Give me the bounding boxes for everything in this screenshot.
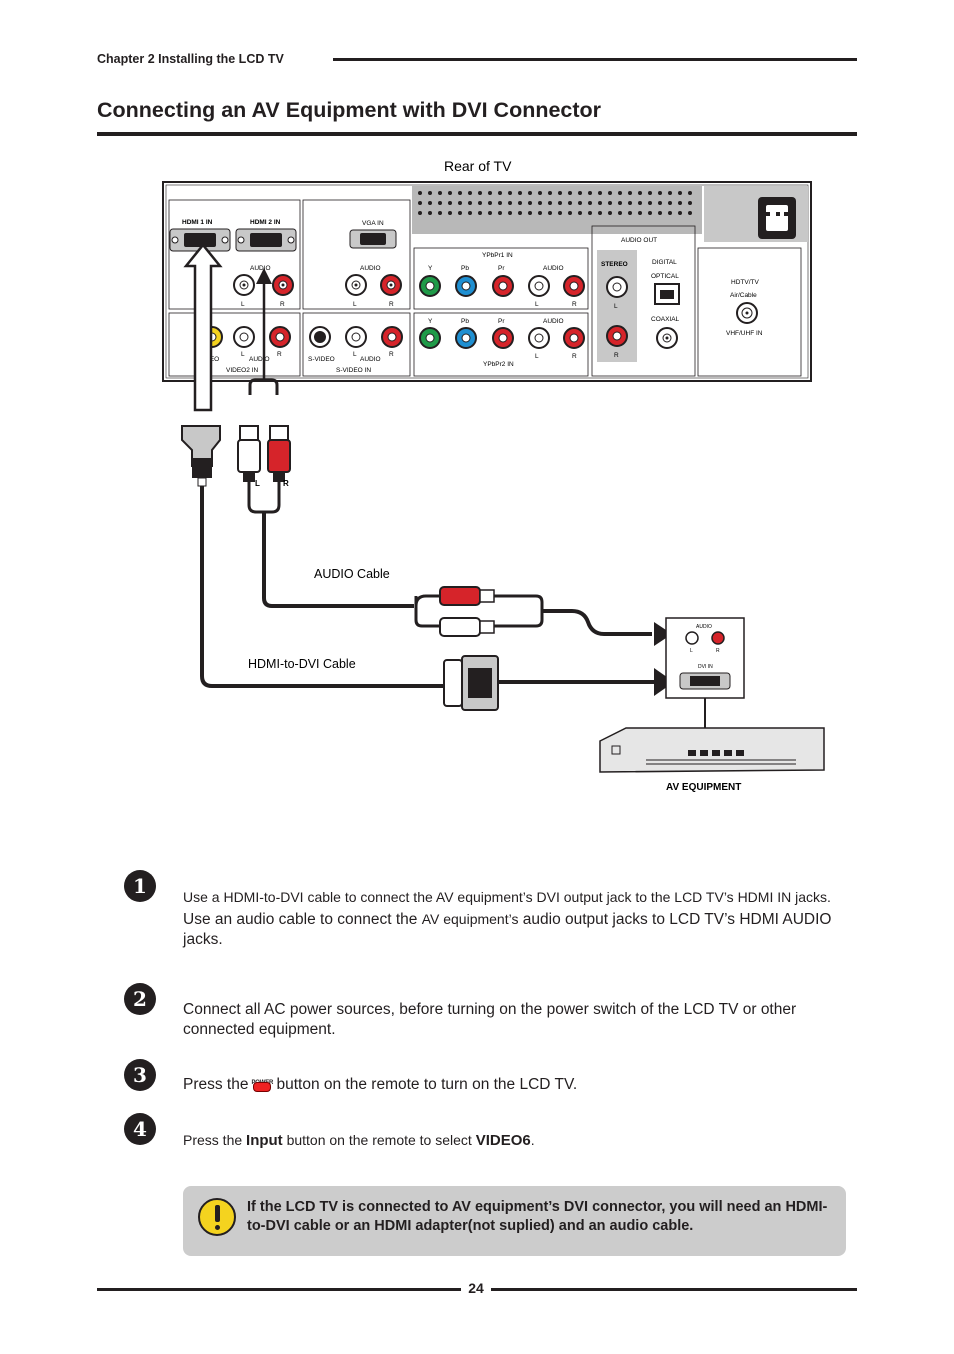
svg-text:AUDIO: AUDIO — [360, 356, 381, 363]
svg-text:AUDIO: AUDIO — [543, 318, 564, 325]
svg-text:AUDIO: AUDIO — [250, 265, 271, 272]
step-2-text: Connect all AC power sources, before tur… — [183, 1001, 797, 1038]
svg-text:L: L — [690, 648, 693, 654]
svg-text:HDMI 2 IN: HDMI 2 IN — [250, 219, 281, 226]
audio-insert-arrow — [248, 268, 279, 395]
svg-text:AUDIO: AUDIO — [360, 265, 381, 272]
svg-text:YPbPr2 IN: YPbPr2 IN — [483, 361, 514, 368]
svg-text:VHF/UHF IN: VHF/UHF IN — [726, 330, 763, 337]
svg-text:AUDIO: AUDIO — [543, 265, 564, 272]
svg-text:OPTICAL: OPTICAL — [651, 273, 679, 280]
svg-text:L: L — [614, 303, 618, 310]
svg-text:Y: Y — [428, 318, 433, 325]
svg-text:L: L — [353, 351, 357, 358]
audio-cable-label: AUDIO Cable — [314, 567, 390, 581]
note-text: If the LCD TV is connected to AV equipme… — [247, 1199, 828, 1234]
step-2-number: 2 — [124, 983, 156, 1015]
svg-text:COAXIAL: COAXIAL — [651, 316, 680, 323]
svg-text:L: L — [353, 301, 357, 308]
rca-plug-red — [267, 425, 291, 482]
hdmi-plug — [181, 425, 221, 487]
svg-text:AUDIO OUT: AUDIO OUT — [621, 237, 657, 244]
svg-text:R: R — [280, 301, 285, 308]
svg-text:DIGITAL: DIGITAL — [652, 259, 677, 266]
footer-rule-left — [97, 1288, 461, 1291]
exclamation-icon — [198, 1198, 236, 1236]
hdmi2-port — [235, 228, 297, 252]
svg-text:AUDIO: AUDIO — [696, 624, 712, 630]
svg-text:R: R — [572, 301, 577, 308]
hdmi-insert-arrow — [183, 243, 223, 412]
svg-text:Pr: Pr — [498, 318, 505, 325]
svg-text:R: R — [389, 301, 394, 308]
hdmi-dvi-cable-label: HDMI-to-DVI Cable — [248, 657, 356, 671]
svg-text:L: L — [535, 301, 539, 308]
power-button-icon: POWER — [251, 1077, 273, 1092]
chapter-header: Chapter 2 Installing the LCD TV — [97, 52, 284, 66]
audio-cable-plugs — [414, 586, 672, 646]
svg-text:YPbPr1 IN: YPbPr1 IN — [482, 252, 513, 259]
rear-of-tv-label: Rear of TV — [444, 158, 512, 174]
rca-plug-white — [237, 425, 261, 482]
page-number: 24 — [468, 1280, 484, 1296]
svg-text:R: R — [283, 479, 289, 488]
svg-text:L: L — [241, 301, 245, 308]
svg-text:R: R — [614, 352, 619, 359]
svg-text:Y: Y — [428, 265, 433, 272]
svg-text:HDTV/TV: HDTV/TV — [731, 279, 759, 286]
av-equipment-box — [599, 727, 825, 773]
svg-text:STEREO: STEREO — [601, 261, 628, 268]
page-title: Connecting an AV Equipment with DVI Conn… — [97, 98, 602, 122]
av-equipment-label: AV EQUIPMENT — [666, 782, 741, 793]
svg-text:R: R — [716, 648, 720, 654]
svg-text:R: R — [389, 351, 394, 358]
svg-text:R: R — [572, 353, 577, 360]
vga-port — [349, 229, 397, 249]
header-rule — [333, 58, 857, 61]
svg-text:DVI IN: DVI IN — [698, 664, 713, 670]
svg-text:R: R — [277, 351, 282, 358]
svg-text:HDMI 1 IN: HDMI 1 IN — [182, 219, 213, 226]
svg-text:S-VIDEO IN: S-VIDEO IN — [336, 367, 371, 374]
svg-text:AUDIO: AUDIO — [249, 356, 270, 363]
svg-text:Pb: Pb — [461, 318, 469, 325]
svg-text:S-VIDEO: S-VIDEO — [308, 356, 335, 363]
footer-rule-right — [491, 1288, 857, 1291]
step-4-text: Press the Input button on the remote to … — [183, 1132, 535, 1149]
title-rule — [97, 132, 857, 136]
svg-text:Pb: Pb — [461, 265, 469, 272]
svg-text:L: L — [241, 351, 245, 358]
step-1-text: Use a HDMI-to-DVI cable to connect the A… — [183, 889, 832, 948]
svg-text:Pr: Pr — [498, 265, 505, 272]
svg-text:VIDEO2 IN: VIDEO2 IN — [226, 367, 258, 374]
step-1-number: 1 — [124, 870, 156, 902]
step-3-number: 3 — [124, 1059, 156, 1091]
step-3-text: Press thePOWERbutton on the remote to tu… — [183, 1076, 578, 1093]
svg-text:L: L — [535, 353, 539, 360]
av-device-panel: AUDIO L R DVI IN — [665, 617, 745, 728]
step-4-number: 4 — [124, 1113, 156, 1145]
svg-text:L: L — [255, 479, 260, 488]
svg-text:VGA IN: VGA IN — [362, 220, 384, 227]
note-box — [183, 1186, 846, 1256]
connection-diagram: Rear of TV — [162, 158, 825, 793]
svg-text:Air/Cable: Air/Cable — [730, 292, 757, 299]
dvi-plug — [443, 655, 674, 711]
